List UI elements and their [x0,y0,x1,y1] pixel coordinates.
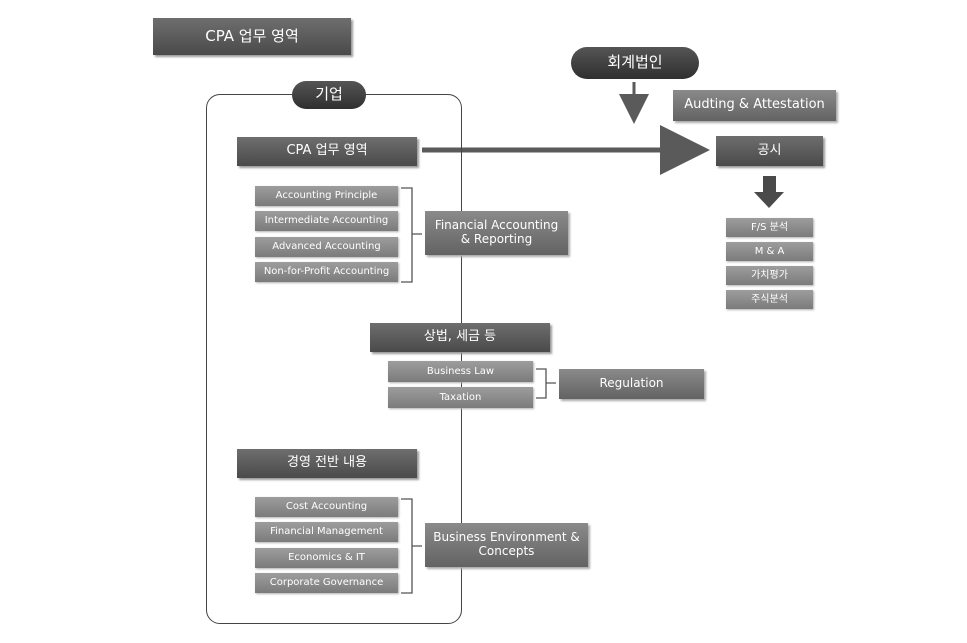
company-label: 기업 [292,81,366,109]
disclosure-label: 공시 [716,136,823,166]
section1-item: Non-for-Profit Accounting [255,262,398,282]
section1-group: Financial Accounting & Reporting [425,211,568,255]
firm-service: Audting & Attestation [673,90,836,121]
bracket-1 [401,187,422,283]
firm-label: 회계법인 [571,47,699,79]
section2-item: Business Law [388,361,533,382]
section1-header: CPA 업무 영역 [237,137,417,166]
section2-header: 상법, 세금 등 [370,323,550,352]
page-title: CPA 업무 영역 [153,18,351,55]
section2-item: Taxation [388,387,533,408]
section3-group: Business Environment & Concepts [425,523,588,567]
bracket-2 [536,368,556,399]
disclosure-item: 주식분석 [726,290,813,309]
arrow-disclosure-down [754,176,784,208]
disclosure-item: F/S 분석 [726,218,813,237]
bracket-3 [401,498,422,594]
company-frame [206,94,462,624]
section2-group: Regulation [559,369,704,399]
section3-header: 경영 전반 내용 [237,449,417,478]
section1-item: Accounting Principle [255,186,398,206]
section3-item: Economics & IT [255,548,398,568]
disclosure-item: M & A [726,242,813,261]
section1-item: Advanced Accounting [255,237,398,257]
section3-item: Financial Management [255,522,398,542]
section3-item: Cost Accounting [255,497,398,517]
disclosure-item: 가치평가 [726,266,813,285]
section3-item: Corporate Governance [255,573,398,593]
section1-item: Intermediate Accounting [255,211,398,231]
